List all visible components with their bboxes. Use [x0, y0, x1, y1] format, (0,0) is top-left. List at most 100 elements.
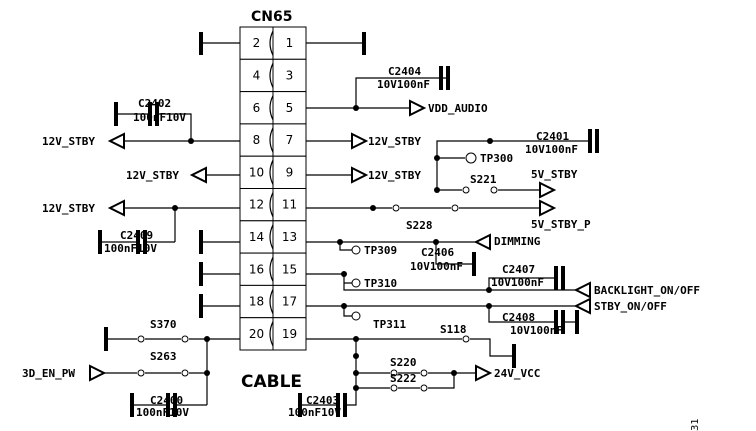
tp300-label: TP300	[480, 152, 513, 165]
net-3d-en-pw: 3D_EN_PW	[22, 367, 75, 380]
port-arrow-12v-stby	[351, 166, 369, 184]
cap-c2401-ref: C2401	[536, 130, 569, 143]
junction	[353, 353, 359, 359]
junction	[433, 239, 439, 245]
net-12v-stby-pin12: 12V_STBY	[42, 202, 95, 215]
switch-contact	[181, 369, 189, 377]
test-point-tp309	[351, 245, 361, 255]
net-5v-stby-p: 5V_STBY_P	[531, 218, 591, 231]
s220-label: S220	[390, 356, 417, 369]
test-point-tp300	[465, 152, 477, 164]
junction	[172, 205, 178, 211]
switch-contact	[390, 384, 398, 392]
switch-contact	[181, 335, 189, 343]
wire-pin8	[124, 113, 240, 142]
junction	[204, 336, 210, 342]
junction	[353, 370, 359, 376]
s370-label: S370	[150, 318, 177, 331]
junction	[370, 205, 376, 211]
port-arrow-stby-onoff	[573, 297, 591, 315]
port-arrow-12v-stby	[351, 132, 369, 150]
port-arrow-vdd-audio	[409, 99, 427, 117]
net-12v-stby-pin10: 12V_STBY	[126, 169, 179, 182]
net-12v-stby-pin9: 12V_STBY	[368, 169, 421, 182]
port-arrow-5v-stby	[539, 181, 557, 199]
switch-contact	[392, 204, 400, 212]
junction	[486, 303, 492, 309]
pin-box	[272, 220, 307, 254]
connector-name: CN65	[251, 9, 292, 25]
cap-c2401-spec: 10V100nF	[525, 143, 578, 156]
junction	[434, 155, 440, 161]
pin-number: 1	[286, 36, 294, 50]
tp310-label: TP310	[364, 277, 397, 290]
pin-divider	[269, 30, 274, 56]
wire-pin12	[124, 207, 240, 242]
cap-c2400-ref: C2400	[150, 394, 183, 407]
port-arrow-dimming	[473, 233, 491, 251]
pin-number: 11	[282, 198, 297, 212]
net-12v-stby-pin7: 12V_STBY	[368, 135, 421, 148]
net-24v-vcc: 24V_VCC	[494, 367, 540, 380]
pin-number: 8	[253, 133, 261, 147]
pin-box	[272, 188, 307, 222]
pin-divider	[269, 321, 274, 347]
pin-divider	[269, 159, 274, 185]
port-arrow-backlight	[573, 281, 591, 299]
connector-bottom-label: CABLE	[241, 372, 302, 392]
port-arrow-5v-stby-p	[539, 199, 557, 217]
switch-contact	[420, 369, 428, 377]
junction	[188, 138, 194, 144]
switch-contact	[451, 204, 459, 212]
cap-c2404-ref: C2404	[388, 65, 421, 78]
cap-c2402-ref: C2402	[138, 97, 171, 110]
pin-number: 5	[286, 101, 294, 115]
pin-number: 18	[249, 295, 264, 309]
cap-c2404-spec: 10V100nF	[377, 78, 430, 91]
wire-pin17	[306, 305, 590, 323]
pin-box	[239, 284, 274, 319]
pin-box	[272, 252, 307, 286]
net-5v-stby: 5V_STBY	[531, 168, 578, 181]
pin-number: 12	[249, 198, 264, 212]
cap-c2409-ref: C2409	[120, 229, 153, 242]
wire-pin15	[306, 273, 590, 291]
pin-number: 19	[282, 327, 297, 341]
s221-label: S221	[470, 173, 497, 186]
cap-c2408-ref: C2408	[502, 311, 535, 324]
switch-contact	[420, 384, 428, 392]
net-dimming: DIMMING	[494, 235, 541, 248]
switch-contact	[490, 186, 498, 194]
pin-divider	[269, 127, 274, 153]
port-arrow-12v-stby	[189, 166, 207, 184]
pin-divider	[269, 95, 274, 121]
junction	[486, 287, 492, 293]
pin-number: 13	[282, 230, 297, 244]
pin-number: 6	[253, 101, 261, 115]
cap-c2406-spec: 10V100nF	[410, 260, 463, 273]
pin-box	[272, 123, 307, 157]
pin-box	[272, 26, 307, 60]
cap-c2403-ref: C2403	[306, 394, 339, 407]
junction	[451, 370, 457, 376]
net-vdd-audio: VDD_AUDIO	[428, 102, 488, 115]
pin-number: 14	[249, 230, 264, 244]
wire-stby-bus	[436, 140, 590, 191]
tp309-label: TP309	[364, 244, 397, 257]
pin-number: 10	[249, 165, 264, 179]
junction	[434, 187, 440, 193]
port-arrow-12v-stby	[107, 199, 125, 217]
cap-c2406-ref: C2406	[421, 246, 454, 259]
pin-divider	[269, 256, 274, 282]
cap-c2409-spec: 100nF10V	[104, 242, 157, 255]
pin-number: 7	[286, 133, 294, 147]
cap-c2407-spec: 10V100nF	[491, 276, 544, 289]
junction	[353, 105, 359, 111]
pin-number: 15	[282, 262, 297, 276]
pin-divider	[269, 289, 274, 314]
s263-label: S263	[150, 350, 177, 363]
switch-contact	[462, 186, 470, 194]
wire-pin19	[300, 338, 514, 406]
